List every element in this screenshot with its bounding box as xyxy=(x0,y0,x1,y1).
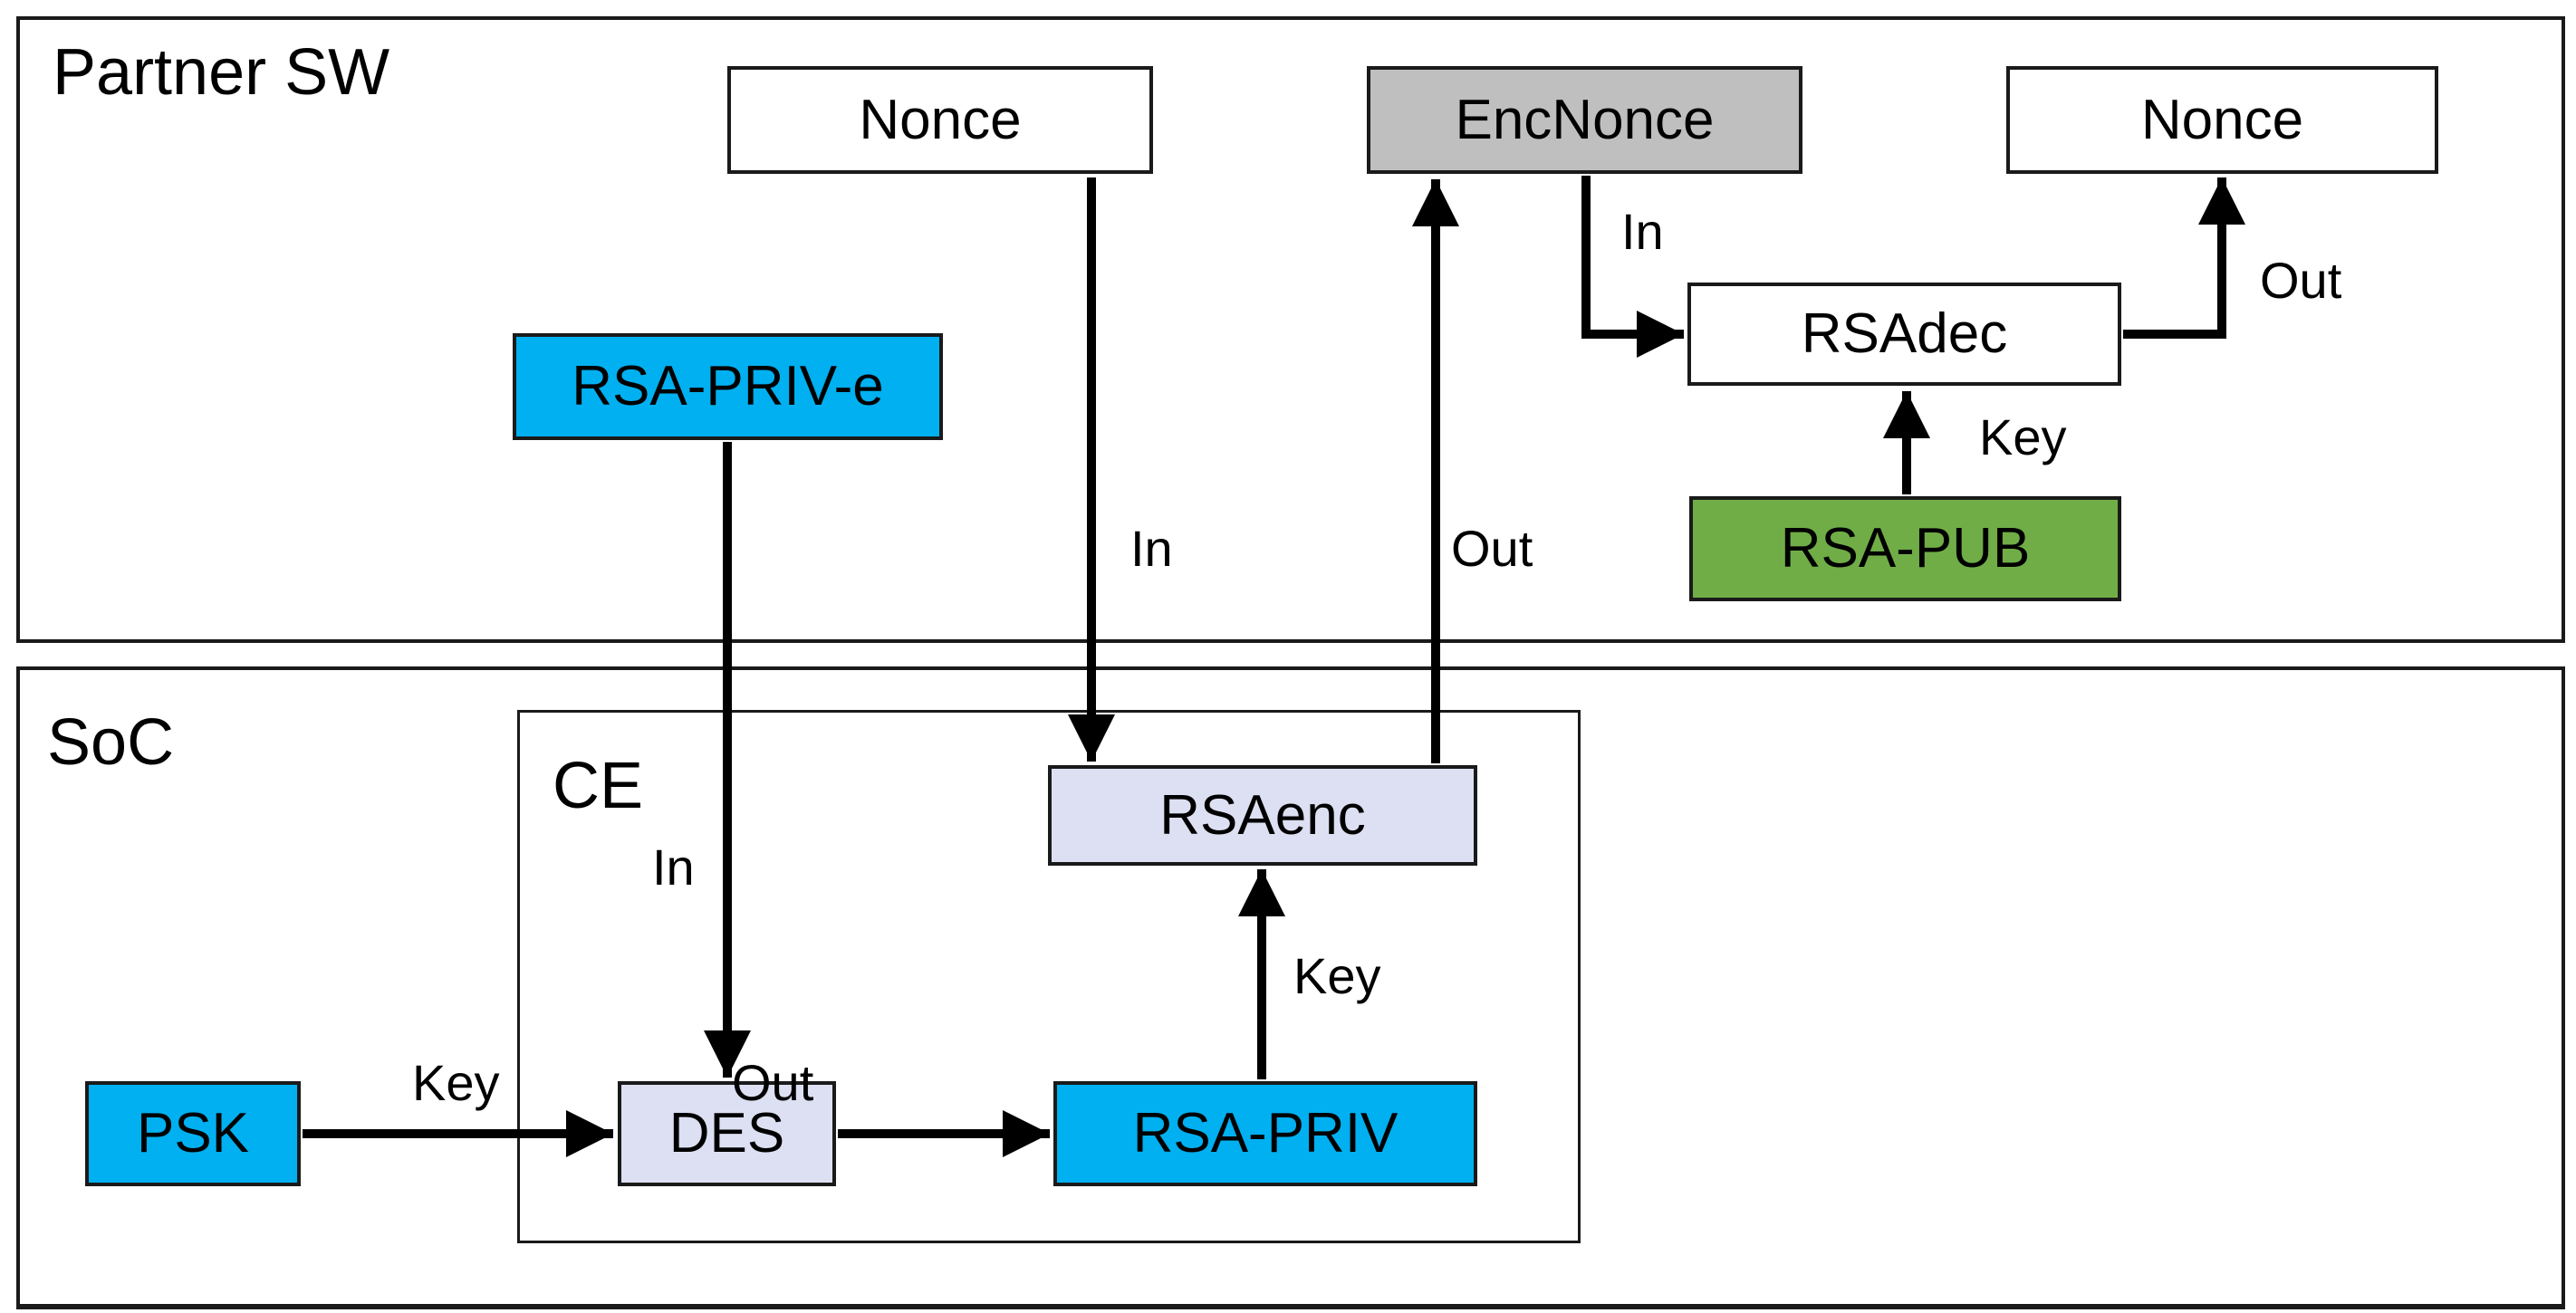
node-rsa-priv: RSA-PRIV xyxy=(1053,1081,1477,1186)
edge-label-in-nonce-rsaenc: In xyxy=(1130,520,1173,577)
node-enc-nonce-label: EncNonce xyxy=(1455,88,1715,151)
node-rsa-priv-e: RSA-PRIV-e xyxy=(513,333,943,440)
edge-label-key-rsapub-rsadec: Key xyxy=(1979,408,2067,465)
container-partner-sw-label: Partner SW xyxy=(53,36,390,109)
edge-label-out-rsaenc-encnonce: Out xyxy=(1451,520,1533,577)
node-rsa-dec-label: RSAdec xyxy=(1801,302,2008,365)
edge-label-key-psk-des: Key xyxy=(412,1054,500,1111)
node-rsa-priv-label: RSA-PRIV xyxy=(1132,1102,1399,1164)
container-ce-label: CE xyxy=(553,750,644,822)
node-nonce-right: Nonce xyxy=(2006,66,2438,174)
node-enc-nonce: EncNonce xyxy=(1367,66,1802,174)
edge-label-in-rsaprive-des: In xyxy=(652,839,695,896)
edge-label-key-rsapriv-rsaenc: Key xyxy=(1293,947,1381,1004)
node-psk: PSK xyxy=(85,1081,301,1186)
edge-label-out-des-rsapriv: Out xyxy=(732,1054,814,1111)
edge-label-out-rsadec-nonce: Out xyxy=(2260,252,2342,309)
node-psk-label: PSK xyxy=(136,1102,250,1164)
node-rsa-enc: RSAenc xyxy=(1048,765,1477,866)
node-nonce-right-label: Nonce xyxy=(2140,88,2304,151)
container-soc-label: SoC xyxy=(47,706,175,779)
container-ce xyxy=(517,710,1581,1243)
container-soc xyxy=(16,666,2565,1309)
node-nonce-top-label: Nonce xyxy=(859,88,1022,151)
container-partner-sw xyxy=(16,16,2565,643)
node-rsa-pub-label: RSA-PUB xyxy=(1780,517,2031,580)
node-des: DES xyxy=(618,1081,836,1186)
node-rsa-dec: RSAdec xyxy=(1687,283,2121,386)
edge-label-in-encnonce-rsadec: In xyxy=(1621,203,1664,260)
node-des-label: DES xyxy=(668,1102,785,1164)
node-rsa-pub: RSA-PUB xyxy=(1689,496,2121,601)
node-rsa-priv-e-label: RSA-PRIV-e xyxy=(572,355,884,417)
node-rsa-enc-label: RSAenc xyxy=(1159,783,1366,847)
node-nonce-top: Nonce xyxy=(727,66,1153,174)
